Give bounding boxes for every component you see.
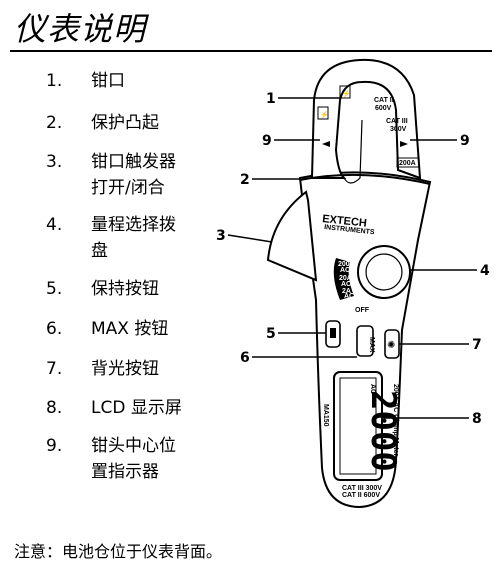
dial-label: 200A <box>338 261 355 268</box>
item-number: 7. <box>46 359 63 379</box>
item-number: 1. <box>46 71 63 91</box>
brand-logo: EXTECH <box>322 213 368 230</box>
item-label: 钳口 <box>91 71 125 91</box>
warning-symbol: ⚡ <box>342 89 351 98</box>
bottom-cat-label: CAT II 600V <box>342 492 380 499</box>
item-label: 背光按钮 <box>91 359 159 379</box>
jaw-gap-line <box>343 119 363 184</box>
protection-ridge <box>299 173 431 185</box>
warning-symbol: ⚡ <box>320 110 329 119</box>
callout-3: 3 <box>216 228 273 244</box>
jaw-rating-box <box>396 157 420 168</box>
svg-text:6: 6 <box>240 350 250 366</box>
item-number: 5. <box>46 279 63 299</box>
callout-9-right: 9 <box>410 133 470 149</box>
item-number: 8. <box>46 398 63 418</box>
center-arrow-icon <box>322 141 330 147</box>
svg-text:4: 4 <box>480 263 490 279</box>
item-label: 保持按钮 <box>91 279 159 299</box>
callout-8: 8 <box>382 411 482 427</box>
item-label: 钳口触发器 打开/闭合 <box>91 152 176 198</box>
model-number: MA150 <box>322 404 329 427</box>
item-label: 钳头中心位 置指示器 <box>91 436 176 482</box>
callout-6: 6 <box>240 350 357 366</box>
battery-note: 注意：电池仓位于仪表背面。 <box>14 542 223 561</box>
clamp-meter-diagram: ⚡ ⚡ CAT II 600V CAT III 300V 200A EXTECH… <box>216 58 490 509</box>
dial-label: 20A <box>339 275 352 282</box>
backlight-icon: ✺ <box>387 340 395 351</box>
lcd-ac-indicator: AC <box>369 384 376 394</box>
item-number: 9. <box>46 436 63 456</box>
callout-4: 4 <box>410 263 490 279</box>
max-label: MAX <box>368 337 375 353</box>
lcd-reading: 2000 <box>363 390 403 472</box>
dial-off-label: OFF <box>355 307 370 314</box>
svg-text:2: 2 <box>240 172 250 188</box>
range-dial-knob <box>365 253 403 291</box>
warning-icon <box>317 106 329 120</box>
title-underline <box>10 50 492 52</box>
callout-2: 2 <box>240 172 300 188</box>
callout-7: 7 <box>399 337 482 353</box>
cat-label: CAT II <box>374 97 394 104</box>
svg-text:9: 9 <box>262 133 272 149</box>
meter-jaw <box>310 58 422 180</box>
dial-label: AC <box>344 293 354 300</box>
item-label: MAX 按钮 <box>91 319 169 339</box>
dial-label: AC <box>340 267 350 274</box>
cat-value: 600V <box>375 105 392 112</box>
callout-9-left: 9 <box>262 133 320 149</box>
item-number: 3. <box>46 152 63 172</box>
callout-5: 5 <box>266 326 326 342</box>
callout-1: 1 <box>266 91 340 107</box>
lcd-screen <box>339 377 377 475</box>
item-label: 保护凸起 <box>91 113 159 133</box>
cat-label: CAT III <box>386 118 408 125</box>
dial-label: 2A <box>342 288 351 295</box>
dial-label: AC <box>341 281 351 288</box>
warning-icon <box>339 85 351 99</box>
item-number: 4. <box>46 215 63 235</box>
max-button[interactable] <box>356 325 374 357</box>
svg-text:7: 7 <box>472 337 482 353</box>
item-label: 量程选择拨 盘 <box>91 215 176 261</box>
meter-name: 200A AC Clamp Meter <box>392 384 399 457</box>
page-title: 仪表说明 <box>14 10 147 48</box>
svg-text:8: 8 <box>472 411 482 427</box>
item-number: 6. <box>46 319 63 339</box>
svg-text:5: 5 <box>266 326 276 342</box>
bottom-cat-label: CAT III 300V <box>342 485 382 492</box>
dial-range-arc <box>333 258 354 300</box>
item-label: LCD 显示屏 <box>91 398 182 418</box>
svg-text:3: 3 <box>216 228 226 244</box>
svg-text:1: 1 <box>266 91 276 107</box>
hold-icon <box>330 328 336 338</box>
svg-text:9: 9 <box>460 133 470 149</box>
jaw-trigger <box>266 190 318 282</box>
jaw-rating: 200A <box>399 160 416 167</box>
cat-value: 300V <box>390 126 407 133</box>
center-arrow-icon <box>400 141 408 147</box>
item-number: 2. <box>46 113 63 133</box>
